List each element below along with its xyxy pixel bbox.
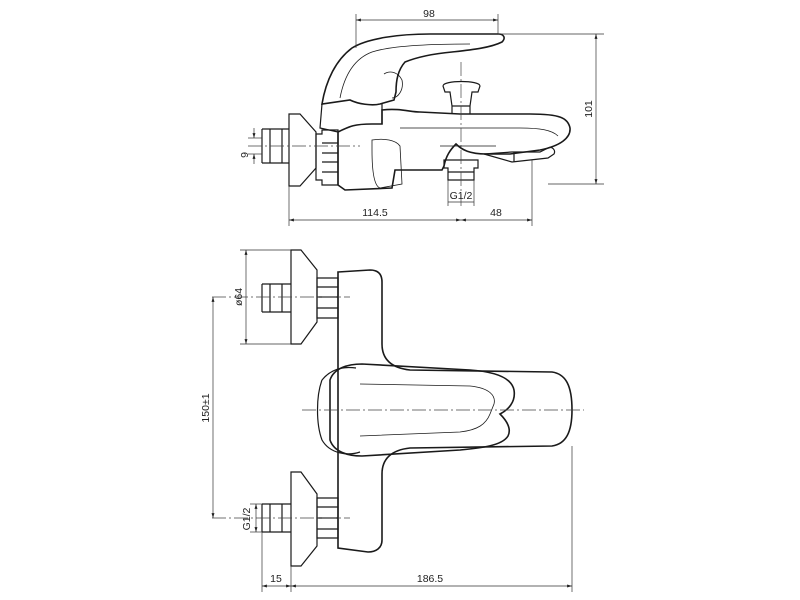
top-handle-inner: [316, 366, 361, 455]
dim-center-distance: 150±1: [200, 393, 212, 422]
dim-pipe-offset: 9: [239, 152, 251, 158]
dim-total-length: 186.5: [417, 573, 443, 585]
side-spout: [483, 146, 556, 163]
dim-top-width: 98: [423, 8, 435, 20]
top-handle-groove: [359, 383, 495, 437]
dim-outlet-thread: G1/2: [450, 190, 473, 202]
side-handle-base: [319, 103, 383, 133]
dim-spout-offset: 48: [490, 207, 502, 219]
top-flange-lower: [290, 471, 318, 567]
top-body: [337, 269, 573, 553]
side-diverter-knob: [442, 80, 481, 114]
dim-height: 101: [583, 100, 595, 118]
side-view: 98 101 9 G1/2 114.5 48: [239, 8, 604, 226]
dim-flange-diameter: ø64: [233, 288, 245, 306]
side-wall-flange: [288, 113, 317, 187]
side-handle-inner: [339, 43, 471, 99]
top-handle: [329, 363, 516, 457]
dim-inlet-thread: G1/2: [241, 507, 253, 530]
top-nut-upper: [316, 277, 339, 319]
side-body-inner: [371, 127, 559, 189]
dim-body-length: 114.5: [362, 207, 388, 219]
side-handle: [321, 33, 505, 106]
side-body: [337, 108, 571, 191]
top-stub-upper: [261, 283, 291, 313]
side-hex-nut: [315, 129, 339, 186]
top-view: ø64 150±1 G1/2 15 186.5: [200, 249, 584, 592]
dim-wall-offset: 15: [270, 573, 282, 585]
